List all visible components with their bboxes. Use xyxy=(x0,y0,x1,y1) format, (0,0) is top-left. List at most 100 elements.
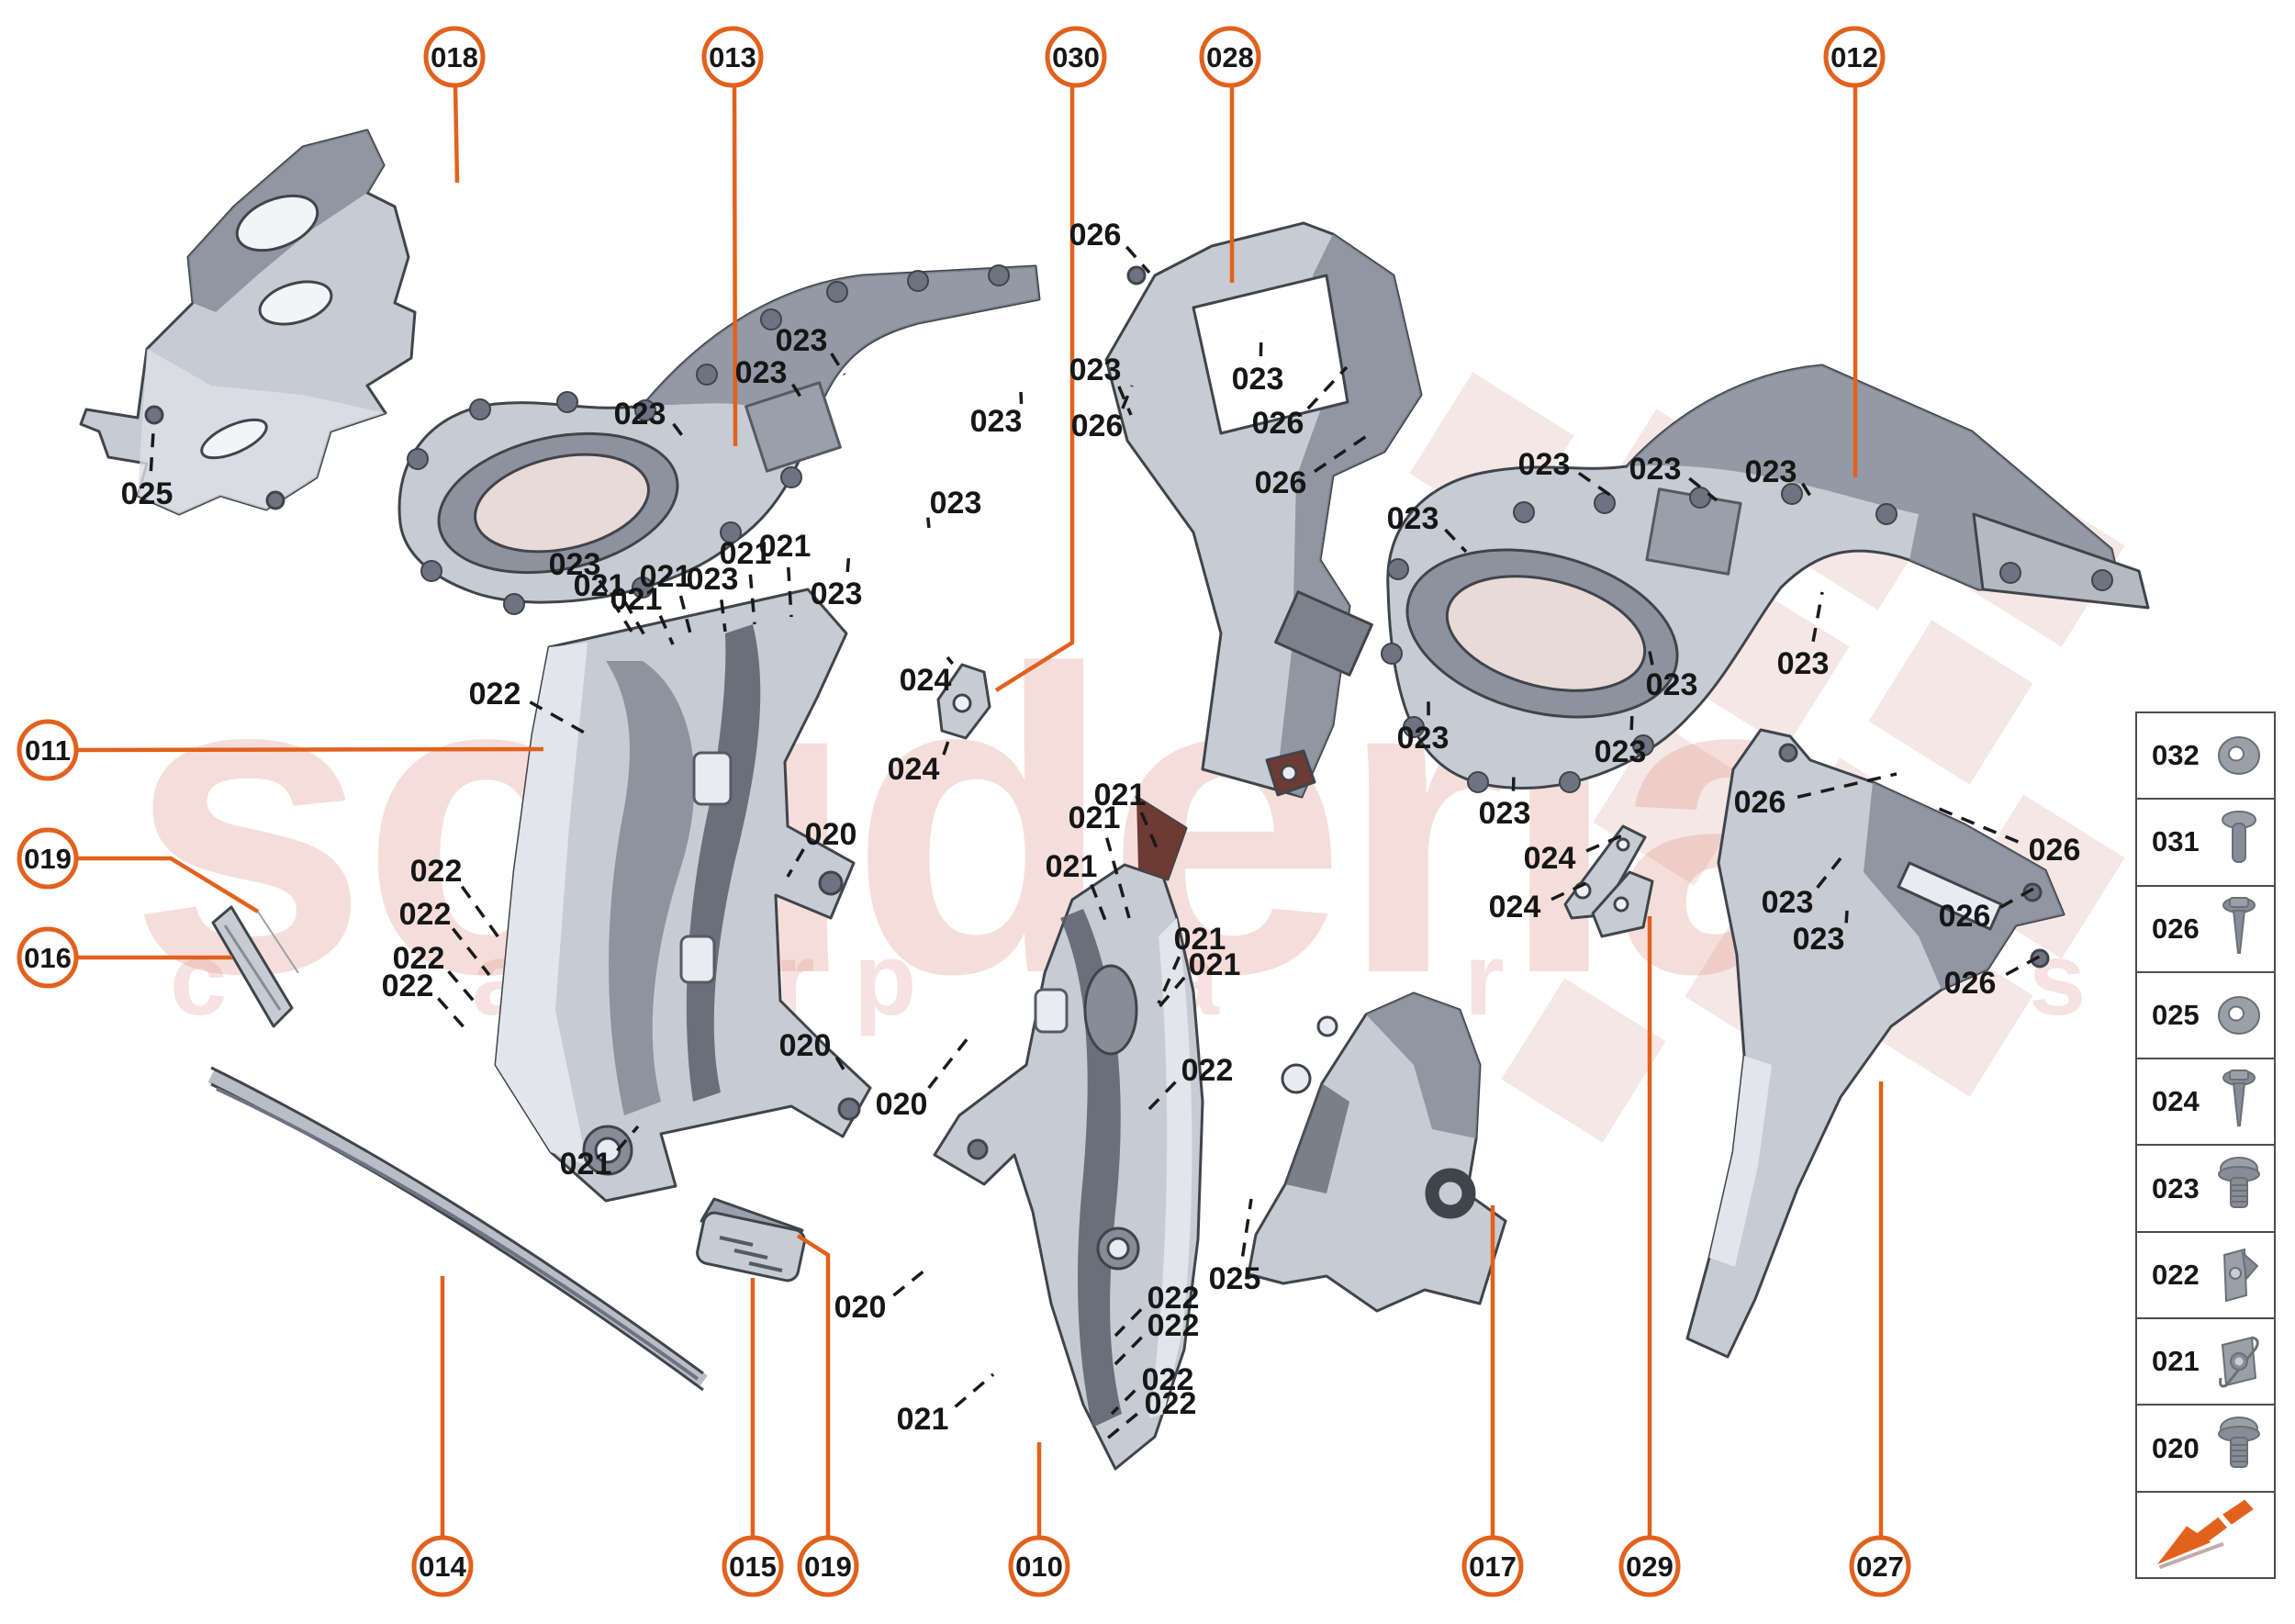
pointer-line-021 xyxy=(1090,883,1108,924)
callout-circle-027[interactable]: 027 xyxy=(1849,1535,1911,1597)
pointed-screw-icon xyxy=(2213,892,2265,966)
legend-row-031[interactable]: 031 xyxy=(2135,798,2276,887)
flange-bolt-icon xyxy=(2213,1412,2265,1485)
part-012-duct[interactable] xyxy=(1381,364,2150,793)
part-number-label-023: 023 xyxy=(1629,452,1682,487)
callout-circle-019[interactable]: 019 xyxy=(797,1535,859,1597)
legend-row-020[interactable]: 020 xyxy=(2135,1404,2276,1493)
callout-ring-011[interactable] xyxy=(17,719,79,781)
pointer-line-023 xyxy=(1117,386,1133,416)
part-number-label-021: 021 xyxy=(610,582,663,617)
callout-circle-017[interactable]: 017 xyxy=(1461,1535,1524,1597)
part-retainer-bracket[interactable] xyxy=(1265,749,1316,797)
pointer-line-021 xyxy=(616,1125,640,1152)
pointer-line-023 xyxy=(830,353,846,375)
legend-row-026[interactable]: 026 xyxy=(2135,884,2276,973)
callout-ring-014[interactable] xyxy=(411,1535,474,1597)
part-number-label-021: 021 xyxy=(1189,947,1241,982)
legend-row-022[interactable]: 022 xyxy=(2135,1230,2276,1320)
part-011-panel[interactable] xyxy=(494,588,872,1203)
part-number-label-023: 023 xyxy=(1232,362,1284,397)
pointer-line-026 xyxy=(1125,245,1151,274)
part-030-clip-bracket[interactable] xyxy=(936,663,991,740)
part-number-label-026: 026 xyxy=(1734,785,1786,820)
part-number-label-020: 020 xyxy=(876,1087,928,1122)
part-number-label-026: 026 xyxy=(1944,966,1997,1001)
legend-row-024[interactable]: 024 xyxy=(2135,1058,2276,1147)
callout-circle-019[interactable]: 019 xyxy=(17,827,79,890)
part-017-bracket[interactable] xyxy=(1247,991,1507,1313)
callout-ring-030[interactable] xyxy=(1045,26,1107,88)
part-number-label-021: 021 xyxy=(574,568,626,603)
legend-row-025[interactable]: 025 xyxy=(2135,970,2276,1060)
legend-code-032: 032 xyxy=(2152,739,2200,772)
part-number-label-025: 025 xyxy=(1209,1261,1261,1296)
callout-ring-027[interactable] xyxy=(1849,1535,1911,1597)
callout-circle-013[interactable]: 013 xyxy=(701,26,764,88)
callout-ring-010[interactable] xyxy=(1008,1535,1070,1597)
pointer-line-023 xyxy=(1646,642,1654,666)
callout-circle-014[interactable]: 014 xyxy=(411,1535,474,1597)
part-014-moulding[interactable] xyxy=(207,1066,708,1392)
legend-code-025: 025 xyxy=(2152,999,2200,1032)
part-010-panel[interactable] xyxy=(933,795,1204,1471)
part-016-strip[interactable] xyxy=(211,905,294,1028)
legend-row-023[interactable]: 023 xyxy=(2135,1144,2276,1233)
part-number-label-020: 020 xyxy=(805,817,857,852)
callout-number-019: 019 xyxy=(24,843,72,875)
part-015-vent[interactable] xyxy=(695,1197,806,1282)
callout-ring-019[interactable] xyxy=(17,827,79,890)
callout-circle-011[interactable]: 011 xyxy=(17,719,79,781)
part-number-label-026: 026 xyxy=(1071,409,1124,443)
rivet-icon xyxy=(2213,805,2265,879)
part-029-clip[interactable] xyxy=(1591,870,1654,938)
pointer-line-025 xyxy=(1240,1198,1253,1257)
part-027-duct[interactable] xyxy=(1685,728,2066,1359)
callout-circle-029[interactable]: 029 xyxy=(1618,1535,1681,1597)
callout-circle-010[interactable]: 010 xyxy=(1008,1535,1070,1597)
part-number-label-023: 023 xyxy=(735,355,788,390)
callout-ring-028[interactable] xyxy=(1199,26,1261,88)
flange-bolt-icon xyxy=(2213,1152,2265,1226)
part-number-label-021: 021 xyxy=(1046,849,1098,884)
callout-circle-030[interactable]: 030 xyxy=(1045,26,1107,88)
part-number-label-023: 023 xyxy=(1762,885,1814,920)
callout-ring-019[interactable] xyxy=(797,1535,859,1597)
callout-number-018: 018 xyxy=(431,41,478,73)
callout-ring-029[interactable] xyxy=(1618,1535,1681,1597)
part-028-bracket[interactable]: . xyxy=(1104,221,1423,799)
legend-logo-cell xyxy=(2135,1490,2276,1579)
orange-leader-lines xyxy=(75,84,1884,1538)
callout-circle-015[interactable]: 015 xyxy=(722,1535,784,1597)
part-number-label-021: 021 xyxy=(640,559,692,594)
part-number-label-020: 020 xyxy=(779,1028,832,1063)
callout-ring-012[interactable] xyxy=(1823,26,1886,88)
pointer-line-021 xyxy=(658,615,675,645)
callout-ring-013[interactable] xyxy=(701,26,764,88)
part-013-duct[interactable] xyxy=(397,264,1041,615)
leader-line-030 xyxy=(994,85,1075,692)
pointer-line-025 xyxy=(149,431,155,472)
callout-ring-018[interactable] xyxy=(423,26,486,88)
callout-ring-015[interactable] xyxy=(722,1535,784,1597)
callout-circle-016[interactable]: 016 xyxy=(17,926,79,989)
washer-icon xyxy=(2213,979,2265,1052)
callout-number-030: 030 xyxy=(1052,41,1100,73)
callout-circle-018[interactable]: 018 xyxy=(423,26,486,88)
part-018-cover[interactable] xyxy=(79,129,417,516)
callout-number-027: 027 xyxy=(1856,1551,1904,1583)
legend-row-032[interactable]: 032 xyxy=(2135,711,2276,801)
pointer-line-026 xyxy=(1797,772,1898,799)
pointer-line-022 xyxy=(529,700,588,736)
callout-circle-028[interactable]: 028 xyxy=(1199,26,1261,88)
part-number-label-023: 023 xyxy=(614,397,666,431)
pointer-line-021 xyxy=(954,1372,995,1408)
callout-ring-017[interactable] xyxy=(1461,1535,1524,1597)
pointer-line-023 xyxy=(1259,331,1263,357)
part-number-label-023: 023 xyxy=(1387,501,1439,536)
legend-code-026: 026 xyxy=(2152,912,2200,945)
callout-ring-016[interactable] xyxy=(17,926,79,989)
legend-row-021[interactable]: 021 xyxy=(2135,1317,2276,1406)
callout-circle-012[interactable]: 012 xyxy=(1823,26,1886,88)
